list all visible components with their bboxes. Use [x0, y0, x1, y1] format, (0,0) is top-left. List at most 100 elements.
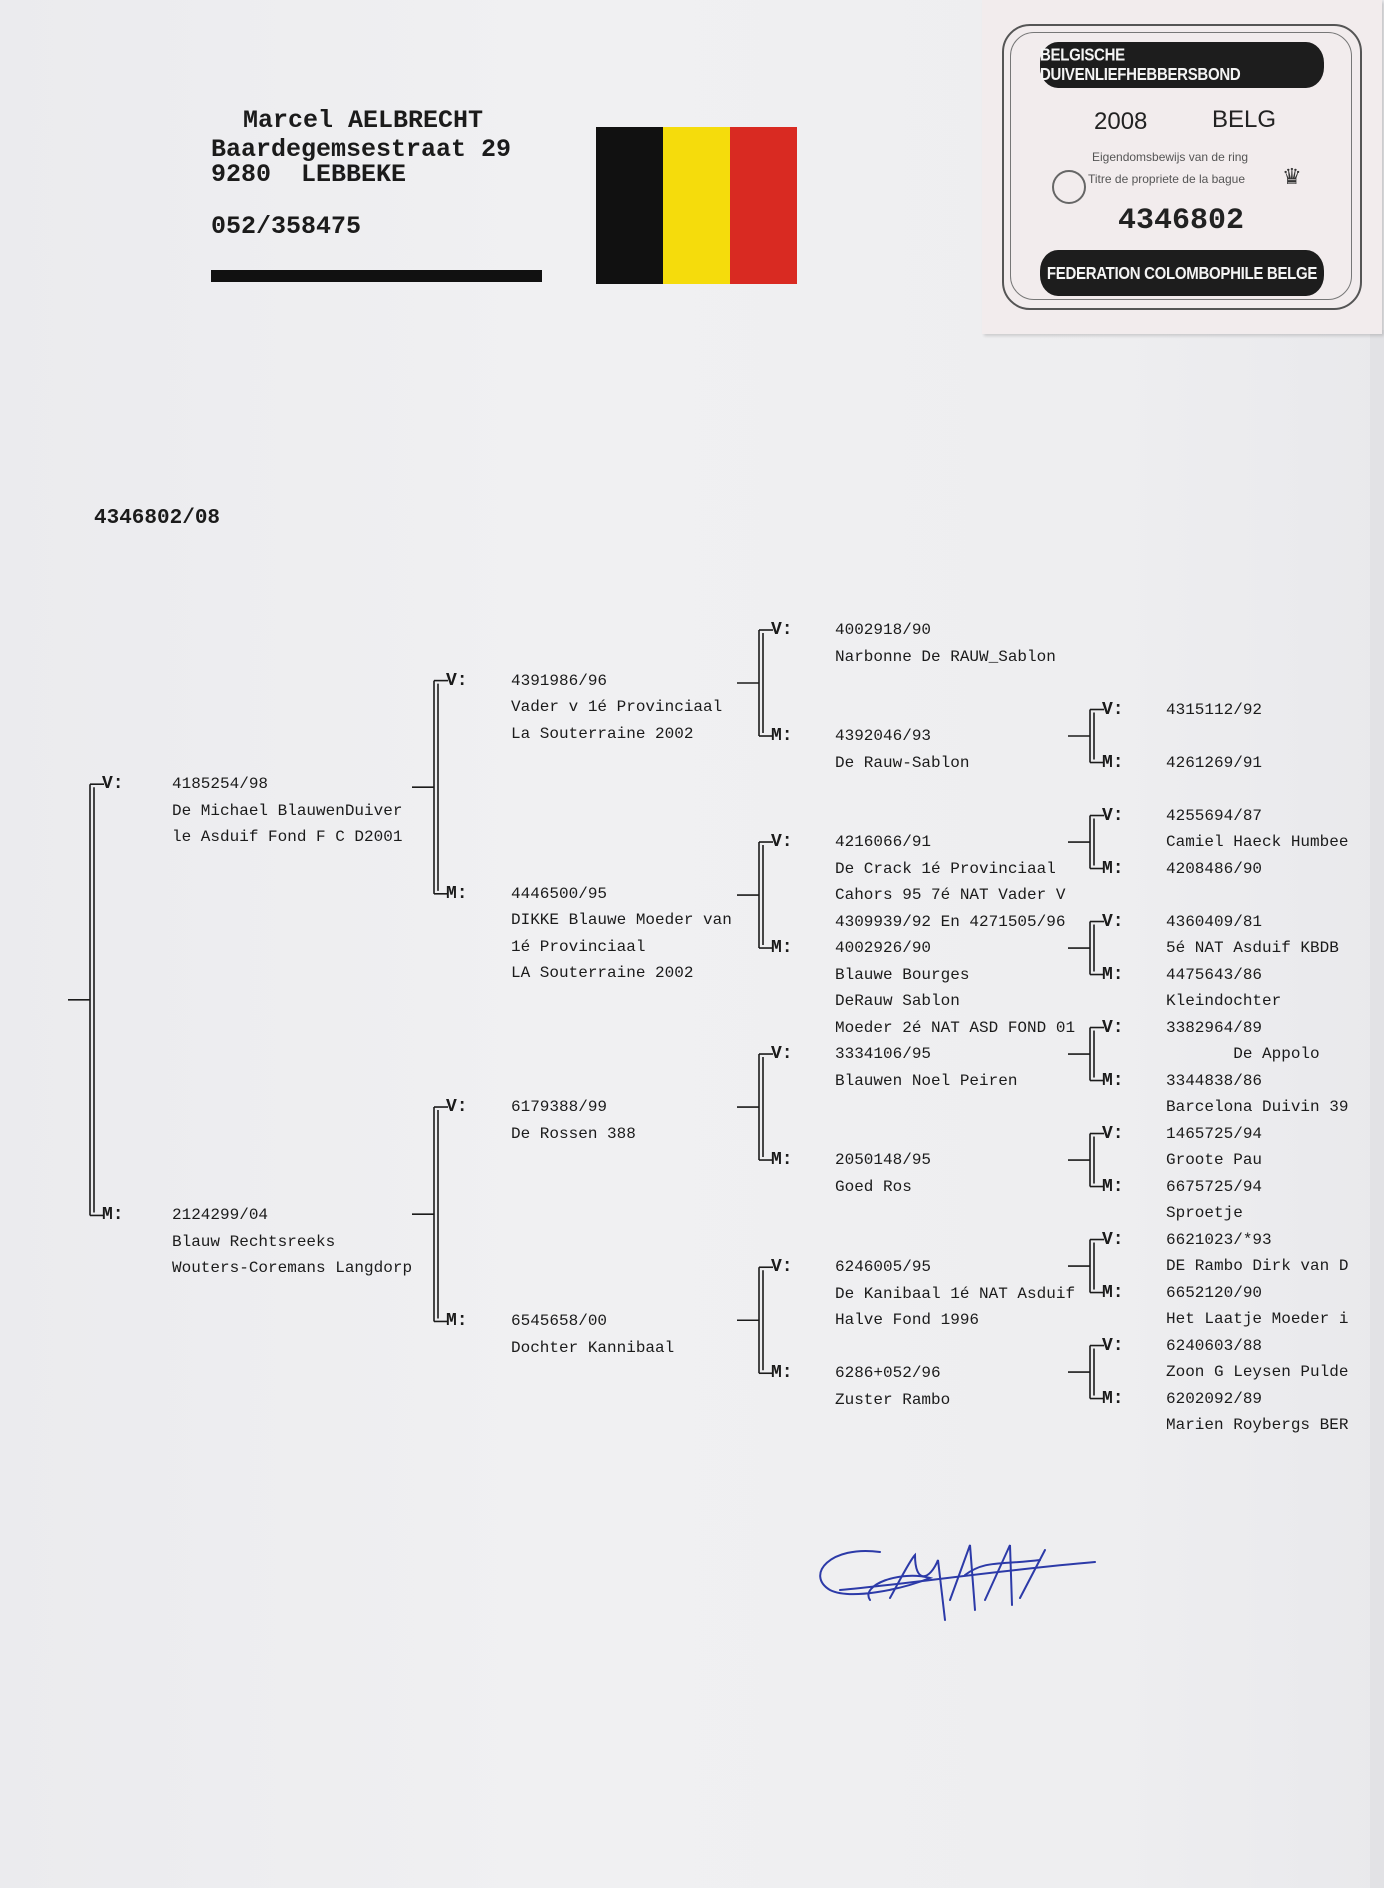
pigeon-note: Halve Fond 1996 [835, 1311, 980, 1330]
ring-number: 3334106/95 [835, 1045, 932, 1064]
pigeon-note: Sproetje [1166, 1204, 1243, 1223]
card-inner-frame [1010, 32, 1352, 300]
pigeon-note: Camiel Haeck Humbee [1166, 833, 1349, 851]
ring-number: 4360409/81 [1166, 912, 1263, 931]
dam-label: M: [1102, 1282, 1124, 1303]
pigeon-note: DeRauw Sablon [835, 992, 960, 1011]
pigeon-note: Kleindochter [1166, 992, 1282, 1011]
dam-label: M: [1102, 1070, 1124, 1091]
pigeon-note: Zuster Rambo [835, 1390, 951, 1409]
pigeon-note: Blauw Rechtsreeks [172, 1232, 336, 1251]
card-line-nl: Eigendomsbewijs van de ring [1092, 150, 1249, 164]
paper-edge [1370, 330, 1384, 1888]
ring-number: 6246005/95 [835, 1258, 932, 1277]
pigeon-note: De Crack 1é Provinciaal [835, 859, 1056, 878]
card-country: BELG [1212, 106, 1277, 133]
ring-number: 3344838/86 [1166, 1071, 1263, 1090]
ring-number: 1465725/94 [1166, 1124, 1263, 1143]
ring-number: 4255694/87 [1166, 806, 1263, 825]
card-ring-number: 4346802 [1118, 204, 1245, 238]
ring-number: 6675725/94 [1166, 1177, 1263, 1196]
card-ornamental-frame [1002, 24, 1362, 310]
sire-label: V: [771, 1257, 793, 1278]
sire-label: V: [1102, 911, 1124, 932]
ring-number: 6202092/89 [1166, 1389, 1263, 1408]
ring-number: 4446500/95 [511, 884, 608, 903]
dam-label: M: [446, 883, 468, 904]
ring-number: 6621023/*93 [1166, 1230, 1272, 1249]
pigeon-note: Marien Roybergs BER [1166, 1416, 1349, 1435]
flag-stripe-yellow [663, 127, 730, 284]
sire-label: V: [1102, 1123, 1124, 1144]
pigeon-note: 1é Provinciaal [511, 937, 646, 956]
card-line-fr: Titre de propriete de la bague [1088, 172, 1245, 186]
card-top-band: BELGISCHE DUIVENLIEFHEBBERSBOND [1040, 42, 1324, 88]
pigeon-note: Barcelona Duivin 39 [1166, 1098, 1349, 1117]
card-crown-icon: ♛ [1282, 164, 1302, 189]
pigeon-note: le Asduif Fond F C D2001 [172, 828, 403, 847]
dam-label: M: [1102, 1388, 1124, 1409]
pigeon-note: Narbonne De RAUW_Sablon [835, 647, 1056, 666]
card-seal-left-icon [1052, 170, 1086, 204]
pigeon-note: Blauwe Bourges [835, 965, 970, 984]
pigeon-note: LA Souterraine 2002 [511, 964, 694, 983]
ring-number: 4002918/90 [835, 621, 932, 639]
ring-number: 6286+052/96 [835, 1364, 941, 1383]
ring-number: 4391986/96 [511, 671, 608, 690]
flag-stripe-red [730, 127, 797, 284]
card-year: 2008 [1094, 108, 1148, 135]
pigeon-note: De Michael BlauwenDuiver [172, 801, 403, 820]
card-bottom-band: FEDERATION COLOMBOPHILE BELGE [1040, 250, 1324, 296]
flag-stripe-black [596, 127, 663, 284]
sire-label: V: [771, 620, 793, 640]
header-underline-bar [211, 270, 542, 282]
ring-number: 6179388/99 [511, 1098, 608, 1117]
ring-number: 4002926/90 [835, 939, 932, 958]
sire-label: V: [1102, 699, 1124, 720]
owner-city: 9280 LEBBEKE [211, 160, 407, 189]
dam-label: M: [1102, 858, 1124, 879]
pigeon-note: 4309939/92 En 4271505/96 [835, 912, 1066, 931]
ring-number: 2050148/95 [835, 1151, 932, 1170]
owner-name: Marcel AELBRECHT [243, 106, 484, 135]
sire-label: V: [771, 1044, 793, 1065]
ring-number: 2124299/04 [172, 1206, 269, 1225]
pigeon-note: DE Rambo Dirk van D [1166, 1257, 1349, 1276]
ring-number: 4208486/90 [1166, 859, 1263, 878]
pigeon-note: Moeder 2é NAT ASD FOND 01 [835, 1018, 1076, 1037]
belgian-flag [596, 127, 797, 284]
ring-number: 6545658/00 [511, 1312, 608, 1331]
sire-label: V: [1102, 1017, 1124, 1038]
dam-label: M: [771, 938, 793, 959]
pigeon-note: Groote Pau [1166, 1151, 1263, 1170]
sire-label: V: [771, 832, 793, 852]
owner-street: Baardegemsestraat 29 [211, 135, 512, 164]
sire-label: V: [446, 1097, 468, 1118]
sire-label: V: [446, 670, 468, 691]
pigeon-note: Cahors 95 7é NAT Vader V [835, 886, 1066, 904]
dam-label: M: [771, 1150, 793, 1171]
ring-ownership-card: BELGISCHE DUIVENLIEFHEBBERSBOND 2008 BEL… [982, 0, 1382, 334]
ring-number: 3382964/89 [1166, 1018, 1263, 1037]
ring-number: 4315112/92 [1166, 700, 1263, 719]
pigeon-note: 5é NAT Asduif KBDB [1166, 939, 1339, 958]
dam-label: M: [1102, 964, 1124, 985]
sire-label: V: [1102, 1335, 1124, 1356]
pigeon-note: De Appolo [1166, 1045, 1320, 1064]
ring-number: 6240603/88 [1166, 1336, 1263, 1355]
ring-number: 4261269/91 [1166, 753, 1263, 772]
sire-label: V: [102, 774, 124, 795]
dam-label: M: [1102, 1176, 1124, 1197]
pigeon-note: De Kanibaal 1é NAT Asduif [835, 1284, 1076, 1303]
ring-number: 4475643/86 [1166, 965, 1263, 984]
dam-label: M: [446, 1311, 468, 1332]
pigeon-note: Wouters-Coremans Langdorp [172, 1259, 413, 1278]
pigeon-note: De Rossen 388 [511, 1124, 636, 1143]
dam-label: M: [102, 1205, 124, 1226]
pigeon-note: De Rauw-Sablon [835, 753, 970, 772]
ring-number: 4185254/98 [172, 775, 269, 794]
pigeon-note: Goed Ros [835, 1177, 912, 1196]
ring-number: 4392046/93 [835, 727, 932, 745]
dam-label: M: [1102, 752, 1124, 773]
